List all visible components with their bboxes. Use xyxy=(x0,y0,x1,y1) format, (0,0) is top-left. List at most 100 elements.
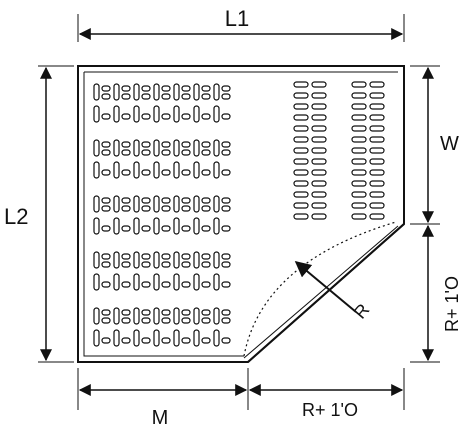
perforation-slot xyxy=(133,161,140,179)
perforation-slot xyxy=(201,85,211,92)
perforation-slot xyxy=(141,281,151,288)
dimension-r-side: R+ 1'O xyxy=(410,224,462,363)
perforation-slot xyxy=(161,317,171,324)
perforation-slot xyxy=(153,83,160,101)
perforation-slot xyxy=(213,307,220,325)
perforation-slot xyxy=(181,253,191,260)
perforation-slot xyxy=(351,213,367,220)
perforation-slot xyxy=(293,169,309,176)
perforation-slot xyxy=(181,141,191,148)
perforation-slot xyxy=(369,158,385,165)
perforation-slot xyxy=(181,309,191,316)
perforation-slot xyxy=(369,169,385,176)
perforation-slot xyxy=(221,93,231,100)
l1-label: L1 xyxy=(225,6,249,31)
perforation-slot xyxy=(153,195,160,213)
perforation-slot xyxy=(161,281,171,288)
perforation-slot xyxy=(133,329,140,347)
perforation-slot xyxy=(221,309,231,316)
perforation-slot xyxy=(121,337,131,344)
perforation-slot xyxy=(133,273,140,291)
perforation-slot xyxy=(351,158,367,165)
perforation-slot xyxy=(181,93,191,100)
perforation-slot xyxy=(213,273,220,291)
perforation-slot xyxy=(93,217,100,235)
perforation-slot xyxy=(113,307,120,325)
perforation-slot xyxy=(193,195,200,213)
perforation-slot xyxy=(101,317,111,324)
perforation-slot xyxy=(133,195,140,213)
perforation-pattern-left xyxy=(93,83,231,347)
perforation-slot xyxy=(201,149,211,156)
perforation-slot xyxy=(351,125,367,132)
perforation-slot xyxy=(133,251,140,269)
dimension-l1: L1 xyxy=(77,6,405,42)
perforation-slot xyxy=(369,81,385,88)
perforation-slot xyxy=(293,191,309,198)
perforation-slot xyxy=(311,158,327,165)
perforation-slot xyxy=(311,180,327,187)
perforation-slot xyxy=(221,169,231,176)
m-label: M xyxy=(152,407,169,429)
perforation-slot xyxy=(93,273,100,291)
perforation-slot xyxy=(133,307,140,325)
perforation-slot xyxy=(161,169,171,176)
perforation-slot xyxy=(173,273,180,291)
perforation-slot xyxy=(293,136,309,143)
perforation-slot xyxy=(181,281,191,288)
perforation-slot xyxy=(153,273,160,291)
perforation-slot xyxy=(161,141,171,148)
perforation-slot xyxy=(101,225,111,232)
perforation-slot xyxy=(369,92,385,99)
perforation-slot xyxy=(161,149,171,156)
perforation-slot xyxy=(141,261,151,268)
perforation-slot xyxy=(311,103,327,110)
perforation-slot xyxy=(121,309,131,316)
perforation-slot xyxy=(173,217,180,235)
perforation-slot xyxy=(113,83,120,101)
perforation-slot xyxy=(141,149,151,156)
perforation-slot xyxy=(161,261,171,268)
perforation-slot xyxy=(293,158,309,165)
perforation-slot xyxy=(181,85,191,92)
perforation-slot xyxy=(141,197,151,204)
perforation-slot xyxy=(153,251,160,269)
perforation-slot xyxy=(369,114,385,121)
perforation-slot xyxy=(121,113,131,120)
perforation-slot xyxy=(221,281,231,288)
radius-arc xyxy=(243,221,397,357)
l2-label: L2 xyxy=(4,204,28,229)
perforation-slot xyxy=(93,307,100,325)
perforation-slot xyxy=(351,191,367,198)
perforation-slot xyxy=(113,273,120,291)
perforation-slot xyxy=(293,114,309,121)
perforation-slot xyxy=(369,147,385,154)
perforation-slot xyxy=(311,202,327,209)
perforation-slot xyxy=(161,309,171,316)
dimension-m: M xyxy=(77,368,249,429)
perforation-slot xyxy=(161,93,171,100)
perforation-slot xyxy=(161,85,171,92)
perforation-slot xyxy=(153,217,160,235)
perforation-slot xyxy=(141,205,151,212)
perforation-slot xyxy=(193,329,200,347)
perforation-slot xyxy=(213,251,220,269)
perforation-slot xyxy=(293,147,309,154)
perforation-slot xyxy=(181,197,191,204)
perforation-slot xyxy=(351,136,367,143)
perforation-slot xyxy=(201,261,211,268)
perforation-slot xyxy=(311,147,327,154)
perforation-slot xyxy=(201,113,211,120)
perforation-slot xyxy=(213,217,220,235)
perforation-slot xyxy=(101,85,111,92)
perforation-slot xyxy=(311,92,327,99)
perforation-slot xyxy=(311,114,327,121)
perforation-slot xyxy=(201,225,211,232)
perforation-slot xyxy=(193,217,200,235)
perforation-slot xyxy=(121,281,131,288)
perforation-slot xyxy=(161,113,171,120)
perforation-slot xyxy=(221,85,231,92)
perforation-slot xyxy=(221,149,231,156)
perforation-slot xyxy=(221,225,231,232)
perforation-slot xyxy=(141,113,151,120)
